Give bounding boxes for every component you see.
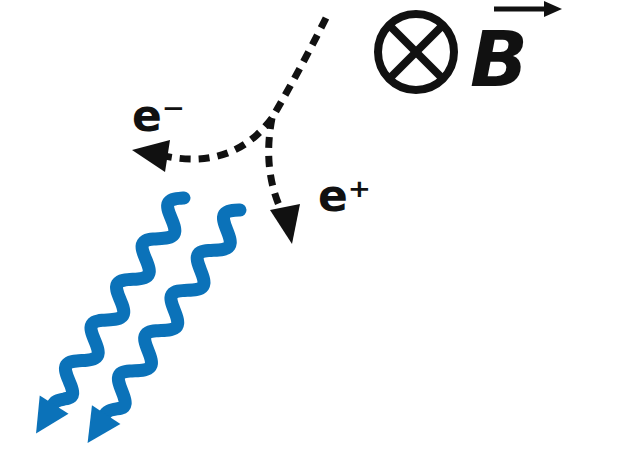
- photon-arrowhead: [88, 405, 121, 443]
- vector-arrow: [494, 1, 562, 17]
- photon-arrowhead: [36, 396, 68, 434]
- field-into-page-symbol: [378, 14, 454, 90]
- particle-label: e⁺: [318, 174, 371, 218]
- positron-arrowhead: [270, 204, 300, 244]
- incoming-track: [272, 18, 326, 118]
- particle-label: e⁻: [132, 94, 185, 138]
- positron-track: [269, 118, 282, 212]
- photon-wave: [105, 210, 240, 415]
- electron-arrowhead: [132, 140, 170, 172]
- field-label: B: [470, 22, 528, 98]
- photons: [36, 198, 240, 443]
